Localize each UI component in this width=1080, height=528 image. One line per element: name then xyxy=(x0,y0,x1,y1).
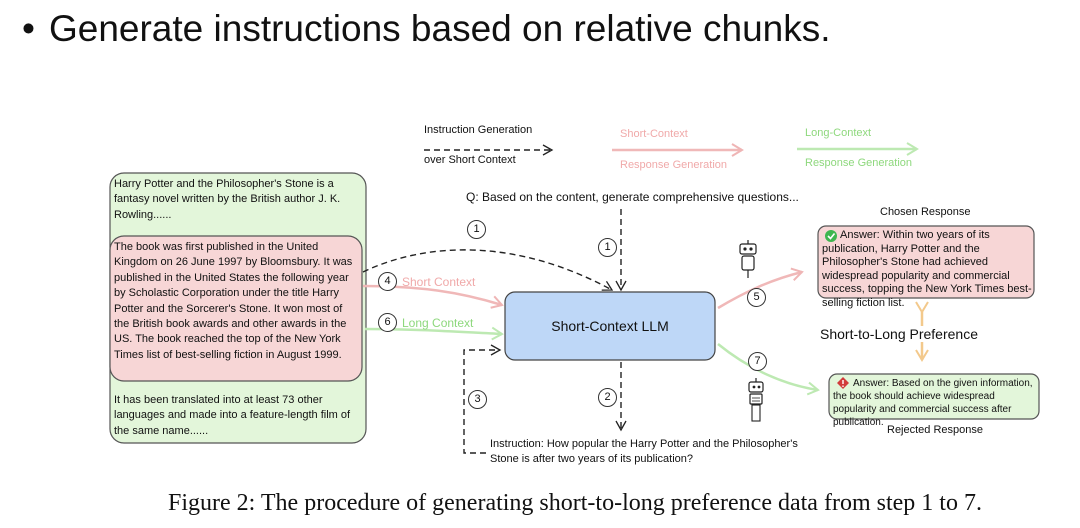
short-context-edge-label: Short Context xyxy=(402,275,476,289)
step-7-marker: 7 xyxy=(748,352,767,371)
warning-icon xyxy=(837,377,849,389)
relevant-chunk-box xyxy=(109,235,363,382)
check-icon xyxy=(825,230,837,242)
heading-text: Generate instructions based on relative … xyxy=(48,8,831,49)
step-2-marker: 2 xyxy=(598,388,617,407)
long-context-edge-label: Long Context xyxy=(402,316,474,330)
rejected-response-title: Rejected Response xyxy=(887,424,984,436)
llm-label: Short-Context LLM xyxy=(551,318,669,334)
legend-short-line1: Short-Context xyxy=(620,128,688,140)
step-3-marker: 3 xyxy=(468,390,487,409)
rejected-response-box xyxy=(828,373,1040,420)
robot-icon-chosen xyxy=(739,240,757,278)
legend-short-line2: Response Generation xyxy=(620,159,728,171)
step-5-marker: 5 xyxy=(747,288,766,307)
legend-long-line1: Long-Context xyxy=(805,127,872,139)
figure-caption: Figure 2: The procedure of generating sh… xyxy=(168,490,982,516)
question-prompt: Q: Based on the content, generate compre… xyxy=(466,190,799,204)
step-6-marker: 6 xyxy=(378,313,397,332)
chosen-response-box xyxy=(817,225,1035,299)
preference-label: Short-to-Long Preference xyxy=(818,326,980,342)
document-chunk-middle: The book was first published in the Unit… xyxy=(114,241,353,361)
step5-arrow xyxy=(717,267,804,310)
document-chunk-top: Harry Potter and the Philosopher's Stone… xyxy=(114,178,341,221)
rejected-response-answer: Answer: Based on the given information, … xyxy=(833,378,1033,428)
step-1-marker-doc: 1 xyxy=(467,220,486,239)
slide-heading: • Generate instructions based on relative… xyxy=(22,8,831,50)
step7-arrow xyxy=(717,343,820,396)
robot-icon-rejected xyxy=(748,378,764,422)
generated-instruction: Instruction: How popular the Harry Potte… xyxy=(490,438,798,465)
step-1-marker-question: 1 xyxy=(598,238,617,257)
step-4-marker: 4 xyxy=(378,272,397,291)
document-chunk-bottom: It has been translated into at least 73 … xyxy=(114,394,351,437)
llm-box xyxy=(504,291,716,361)
legend-long-line2: Response Generation xyxy=(805,157,913,169)
step1-arrow-from-doc xyxy=(362,249,614,291)
legend-instruction-line2: over Short Context xyxy=(424,154,516,166)
bullet-glyph: • xyxy=(22,8,35,49)
chosen-response-answer: Answer: Within two years of its publicat… xyxy=(822,229,1032,309)
chosen-response-title: Chosen Response xyxy=(880,206,971,218)
legend-instruction-line1: Instruction Generation xyxy=(424,124,533,136)
step3-loop-arrow xyxy=(463,344,502,454)
